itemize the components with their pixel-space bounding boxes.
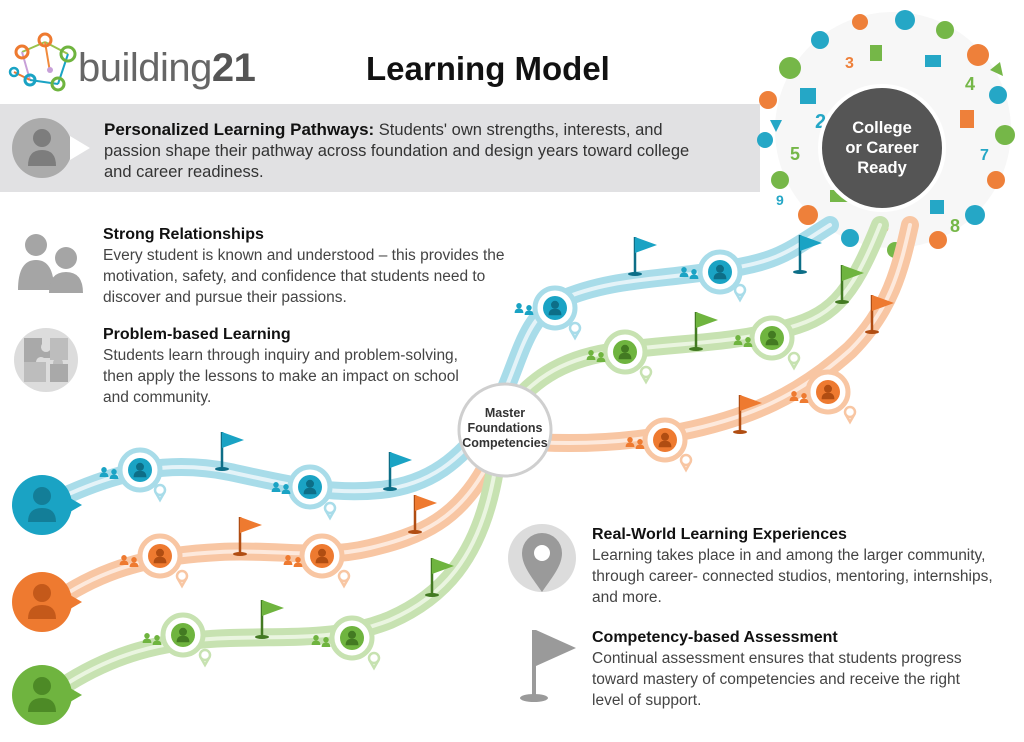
milestone-line: Master	[484, 406, 526, 420]
student-avatar-green-icon	[12, 665, 82, 725]
logo-number: 21	[211, 46, 256, 90]
feature-text: Students learn through inquiry and probl…	[103, 347, 459, 406]
feature-competency: Competency-based Assessment Continual as…	[592, 627, 992, 711]
pathways-description: Personalized Learning Pathways: Students…	[104, 119, 704, 183]
location-pin-icon	[508, 524, 576, 592]
milestone-label: Master Foundations Competencies	[455, 406, 555, 451]
svg-text:3: 3	[845, 55, 854, 72]
small-pin-icons	[153, 283, 857, 671]
pathways-band	[0, 104, 760, 192]
feature-relationships: Strong Relationships Every student is kn…	[103, 224, 523, 308]
svg-text:4: 4	[965, 74, 975, 94]
goal-line: or Career	[845, 139, 919, 157]
people-icon	[18, 234, 83, 293]
feature-heading: Problem-based Learning	[103, 326, 291, 343]
logo-word: building	[78, 46, 212, 90]
pathways-heading: Personalized Learning Pathways:	[104, 120, 375, 139]
svg-text:8: 8	[950, 216, 960, 236]
competency-flag-icons	[215, 235, 894, 639]
milestone-line: Competencies	[462, 436, 548, 450]
brand-logo: building21	[78, 46, 256, 91]
goal-line: College	[852, 119, 912, 137]
svg-text:9: 9	[776, 192, 784, 208]
feature-problem-based: Problem-based Learning Students learn th…	[103, 324, 473, 408]
svg-text:7: 7	[980, 147, 989, 164]
flag-icon	[520, 630, 576, 702]
page-title: Learning Model	[366, 50, 610, 87]
feature-heading: Real-World Learning Experiences	[592, 526, 847, 543]
feature-heading: Strong Relationships	[103, 226, 264, 243]
feature-text: Continual assessment ensures that studen…	[592, 650, 962, 709]
feature-real-world: Real-World Learning Experiences Learning…	[592, 524, 1012, 608]
pathways-person-icon	[12, 118, 90, 178]
careers-collage-icon: 2 5 3 4 7 8 6 9	[757, 10, 1015, 258]
student-avatar-orange-icon	[12, 572, 82, 632]
feature-heading: Competency-based Assessment	[592, 629, 838, 646]
goal-label: College or Career Ready	[822, 118, 942, 178]
milestone-nodes	[117, 249, 851, 661]
feature-text: Learning takes place in and among the la…	[592, 547, 993, 606]
milestone-line: Foundations	[467, 421, 543, 435]
logo-network-icon	[8, 32, 77, 92]
svg-text:2: 2	[815, 111, 826, 133]
student-avatar-blue-icon	[12, 475, 82, 535]
puzzle-icon	[14, 328, 78, 392]
master-foundations-circle	[457, 382, 553, 478]
feature-text: Every student is known and understood – …	[103, 247, 505, 306]
svg-text:5: 5	[790, 144, 800, 164]
pathways-text: Students' own strengths, interests, and …	[104, 121, 690, 181]
goal-line: Ready	[857, 159, 907, 177]
